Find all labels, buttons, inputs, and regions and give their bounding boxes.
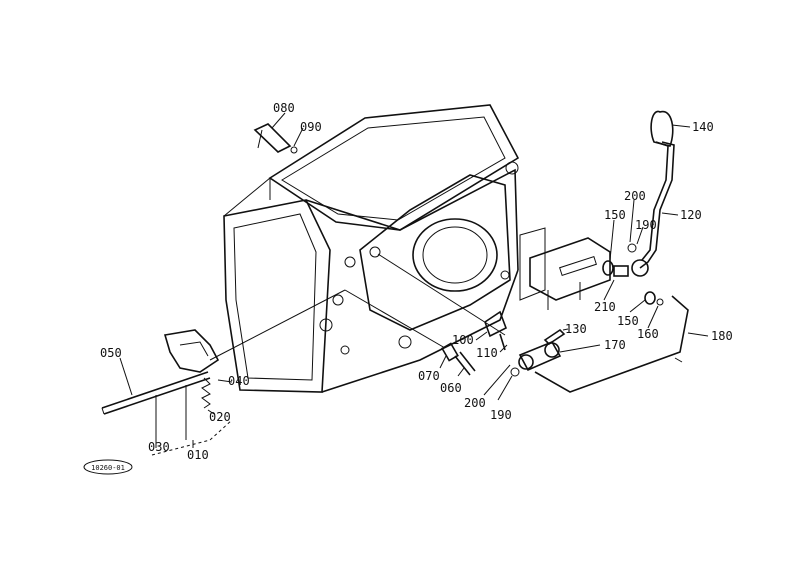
callout-170: 170 bbox=[604, 338, 626, 352]
leader-200 bbox=[483, 364, 511, 396]
leader-070 bbox=[439, 355, 447, 369]
leader-190b bbox=[636, 226, 644, 245]
callout-050: 050 bbox=[100, 346, 122, 360]
figure-code: 10260-01 bbox=[91, 464, 125, 472]
washer-150 bbox=[602, 260, 614, 276]
leader-060 bbox=[457, 367, 465, 377]
shift-fork-010 bbox=[155, 329, 220, 448]
assembly-line bbox=[344, 289, 446, 349]
leader-100 bbox=[475, 331, 488, 341]
leader-050 bbox=[119, 357, 133, 396]
pin-190 bbox=[627, 243, 637, 253]
shift-arm-100 bbox=[484, 310, 508, 351]
callout-070: 070 bbox=[418, 369, 440, 383]
leader-170 bbox=[559, 344, 601, 353]
leader-160 bbox=[647, 305, 659, 329]
callout-010: 010 bbox=[187, 448, 209, 462]
callout-120: 120 bbox=[680, 208, 702, 222]
figure-code-badge: 10260-01 bbox=[83, 459, 133, 475]
pin-080 bbox=[253, 123, 298, 154]
leader-110 bbox=[499, 344, 508, 353]
callout-160: 160 bbox=[637, 327, 659, 341]
callout-110: 110 bbox=[476, 346, 498, 360]
transmission-case bbox=[223, 104, 546, 393]
pin-160 bbox=[656, 298, 664, 306]
callout-040: 040 bbox=[228, 374, 250, 388]
leader-180 bbox=[687, 332, 709, 337]
leader-150a bbox=[609, 219, 615, 261]
callout-080: 080 bbox=[273, 101, 295, 115]
leader-150b bbox=[629, 299, 646, 313]
bolt-060 bbox=[441, 342, 476, 376]
leader-040 bbox=[217, 379, 233, 383]
callout-150b: 150 bbox=[617, 314, 639, 328]
leader-120 bbox=[661, 212, 679, 216]
bushing-210 bbox=[613, 265, 629, 277]
callout-190: 190 bbox=[490, 408, 512, 422]
callout-090: 090 bbox=[300, 120, 322, 134]
assembly-line bbox=[377, 253, 506, 336]
callout-180: 180 bbox=[711, 329, 733, 343]
washer-190 bbox=[510, 367, 520, 377]
callout-210: 210 bbox=[594, 300, 616, 314]
leader-190 bbox=[497, 375, 513, 401]
callout-130: 130 bbox=[565, 322, 587, 336]
leader-200b bbox=[629, 199, 635, 243]
callout-190b: 190 bbox=[635, 218, 657, 232]
shift-rod-050 bbox=[101, 371, 211, 415]
callout-020: 020 bbox=[209, 410, 231, 424]
rod-180 bbox=[534, 295, 689, 393]
shift-lever-120 bbox=[631, 110, 675, 277]
leader-130 bbox=[562, 328, 569, 331]
detent-spring-020 bbox=[201, 377, 211, 409]
assembly-line bbox=[209, 289, 346, 361]
callout-150a: 150 bbox=[604, 208, 626, 222]
leader-140 bbox=[671, 124, 691, 128]
pin-130 bbox=[543, 328, 566, 346]
callout-200: 200 bbox=[464, 396, 486, 410]
leader-210 bbox=[603, 279, 615, 301]
leader-090 bbox=[293, 127, 304, 147]
callout-030: 030 bbox=[148, 440, 170, 454]
group-bracket-010 bbox=[151, 419, 233, 456]
callout-100: 100 bbox=[452, 333, 474, 347]
leader-080 bbox=[271, 112, 286, 129]
leader-020 bbox=[207, 409, 215, 415]
callout-200b: 200 bbox=[624, 189, 646, 203]
callout-060: 060 bbox=[440, 381, 462, 395]
bracket-plate bbox=[529, 237, 611, 310]
link-170 bbox=[518, 340, 562, 372]
callout-140: 140 bbox=[692, 120, 714, 134]
washer-150b bbox=[644, 291, 656, 305]
